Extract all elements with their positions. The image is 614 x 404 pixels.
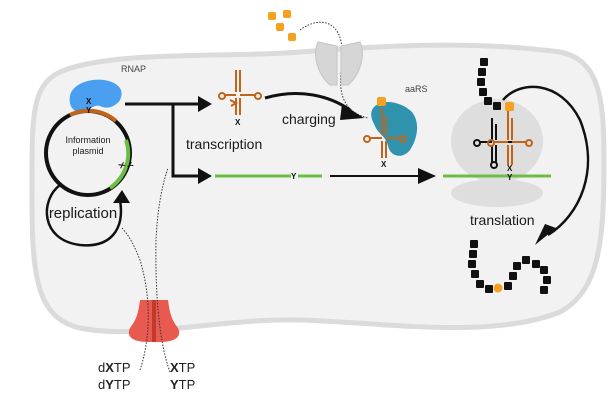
ribosome-trna-orange [487,110,533,165]
growing-peptide [477,58,501,110]
peptide-release-arrow [502,85,590,237]
peptide-release-arrowhead [535,224,556,245]
ntp-import-path [155,167,171,373]
xtp-label: XTP [170,360,195,375]
ribosome-codon-y: Y [507,173,513,182]
mrna-codon-y: Y [291,172,297,181]
ytp-label: YTP [170,377,195,392]
amino-acid-transporter [315,41,363,86]
aars-label: aaRS [405,84,428,94]
translation-feed-arrowhead [418,168,436,184]
charged-amino-acid [377,97,386,106]
ribosome-anticodon-x: X [507,164,513,173]
rnap-label: RNAP [121,64,146,74]
plasmid-base-x-top: X [86,97,92,106]
replication-label: replication [49,205,117,222]
plasmid-base-x-side: X [117,161,128,171]
released-protein-unnatural-aa [493,283,503,293]
transcription-arrowhead-mrna [198,168,212,184]
replication-arrowhead [113,190,130,203]
transcription-label: transcription [186,136,262,152]
plasmid-base-y-top: Y [86,106,92,115]
trna-uncharged-icon [218,70,262,115]
dxtp-label: dXTP [98,360,131,375]
amino-acids-outside [268,10,296,41]
ribosome-trna-black [473,118,512,169]
ribosome-amino-acid [505,102,514,111]
translation-label: translation [470,212,535,228]
plasmid-label-line2: plasmid [72,146,103,156]
information-plasmid [44,108,132,197]
trna-anticodon-x: X [235,118,241,127]
rnap-icon [69,79,122,113]
dntp-import-path [121,227,149,371]
dytp-label: dYTP [98,377,131,392]
released-protein [468,240,551,294]
plasmid-label-line1: Information [65,135,110,145]
trna-charged-icon [363,108,407,158]
charged-trna-anticodon-x: X [381,160,387,169]
charging-arrowhead [340,104,364,120]
charging-label: charging [282,111,336,127]
plasmid-base-y-side: Y [125,161,136,171]
replication-arrow [45,184,123,247]
transcription-arrows [125,102,200,178]
transcription-arrowhead-trna [198,96,212,112]
